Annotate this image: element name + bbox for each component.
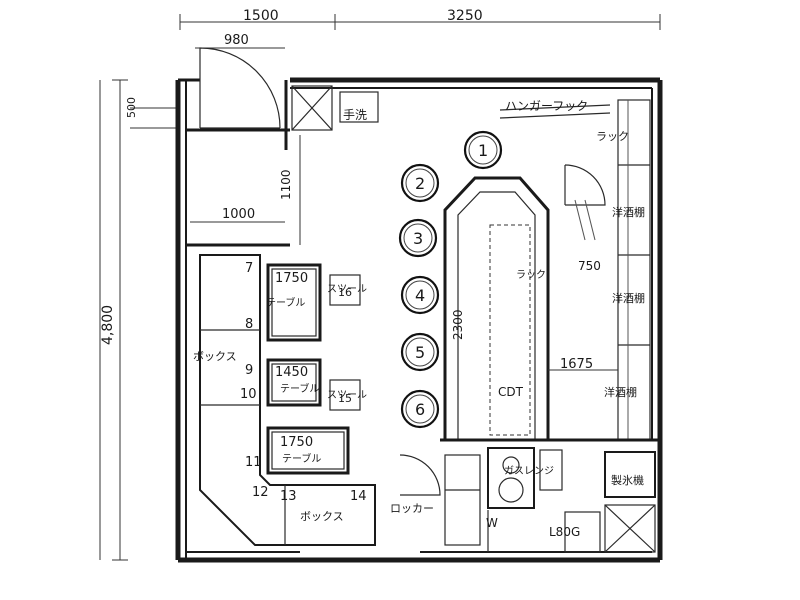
stool-1-note: 16	[338, 286, 352, 299]
seat-number-5: 5	[415, 343, 425, 362]
dim-top-left: 1500	[243, 8, 279, 24]
dim-corridor: 1000	[222, 207, 255, 222]
table-3-size: 1750	[280, 435, 313, 450]
bar-counter	[443, 176, 550, 440]
label-locker: ロッカー	[390, 502, 434, 515]
dimension-labels: 1500 3250 980 500 1000 1100 4,800 2300 1…	[100, 8, 601, 372]
dim-top-right: 3250	[447, 8, 483, 24]
seat-number-1: 1	[478, 141, 488, 160]
booth-number-9: 9	[245, 363, 253, 378]
table-labels: 1750 テーブル 1450 テーブル 1750 テーブル	[266, 271, 321, 465]
dim-corridor-v: 1100	[279, 169, 293, 200]
stool-2-label: スツール	[327, 390, 367, 401]
dim-left-total: 4,800	[100, 305, 116, 345]
bar-stool-1	[463, 130, 503, 170]
label-liquor-shelf-1: 洋酒棚	[612, 205, 645, 219]
table-3-label: テーブル	[282, 452, 321, 465]
room-labels: ハンガーフック 手洗 ラック 洋酒棚 洋酒棚 洋酒棚 製氷機 ロッカー ガスレン…	[193, 99, 645, 539]
label-gas-range: ガスレンジ	[504, 465, 554, 477]
label-hanger-hook: ハンガーフック	[505, 99, 588, 113]
hanger-hook-rail	[499, 104, 611, 119]
bar-stool-5	[400, 332, 440, 372]
service-door	[564, 164, 606, 241]
seat-numbers: 1 2 3 4 5 6	[413, 141, 488, 419]
dimension-lines	[99, 14, 661, 561]
bar-stool-6	[400, 389, 440, 429]
label-tank: L80G	[549, 525, 580, 539]
table-stools	[329, 274, 361, 411]
booth-number-7: 7	[245, 261, 253, 276]
label-back-rack: ラック	[516, 269, 546, 281]
booth-numbers: 7 8 9 10 11 12 13 14	[240, 261, 367, 504]
seat-number-3: 3	[413, 229, 423, 248]
booth-number-11: 11	[245, 455, 262, 470]
stool-labels: スツール 16 スツール 15	[327, 284, 367, 405]
booth-number-8: 8	[245, 317, 253, 332]
label-rack: ラック	[596, 130, 629, 143]
booth-number-13: 13	[280, 489, 297, 504]
label-ice-maker: 製氷機	[611, 473, 644, 487]
seat-number-2: 2	[415, 174, 425, 193]
label-liquor-shelf-2: 洋酒棚	[612, 291, 645, 305]
bar-stool-2	[400, 163, 440, 203]
tables	[266, 263, 350, 475]
kitchen-area	[399, 438, 660, 553]
dim-small: 500	[125, 97, 138, 118]
label-box-left: ボックス	[193, 350, 237, 363]
hand-wash-sink	[291, 85, 379, 131]
booth-number-14: 14	[350, 489, 367, 504]
entrance-door	[199, 47, 281, 129]
seat-number-6: 6	[415, 400, 425, 419]
table-1-label: テーブル	[266, 296, 305, 309]
stool-1-label: スツール	[327, 284, 367, 295]
dim-door-small: 750	[578, 259, 601, 273]
label-w-mark: W	[486, 516, 498, 530]
dim-wall-shelf: 1675	[560, 357, 593, 372]
dim-counter: 2300	[451, 309, 465, 340]
table-2-size: 1450	[275, 365, 308, 380]
table-1-size: 1750	[275, 271, 308, 286]
bar-stools	[398, 130, 503, 429]
stool-2-note: 15	[338, 392, 352, 405]
bar-stool-3	[398, 218, 438, 258]
booth-number-10: 10	[240, 387, 257, 402]
seat-number-4: 4	[415, 286, 425, 305]
label-box-bottom: ボックス	[300, 510, 344, 523]
dim-door-width: 980	[224, 33, 249, 48]
label-liquor-shelf-3: 洋酒棚	[604, 385, 637, 399]
booth-number-12: 12	[252, 485, 269, 500]
table-2-label: テーブル	[280, 382, 319, 395]
left-booth	[199, 254, 376, 546]
bar-stool-4	[400, 275, 440, 315]
label-hand-wash: 手洗	[343, 108, 367, 122]
label-back-counter: CDT	[498, 385, 524, 399]
